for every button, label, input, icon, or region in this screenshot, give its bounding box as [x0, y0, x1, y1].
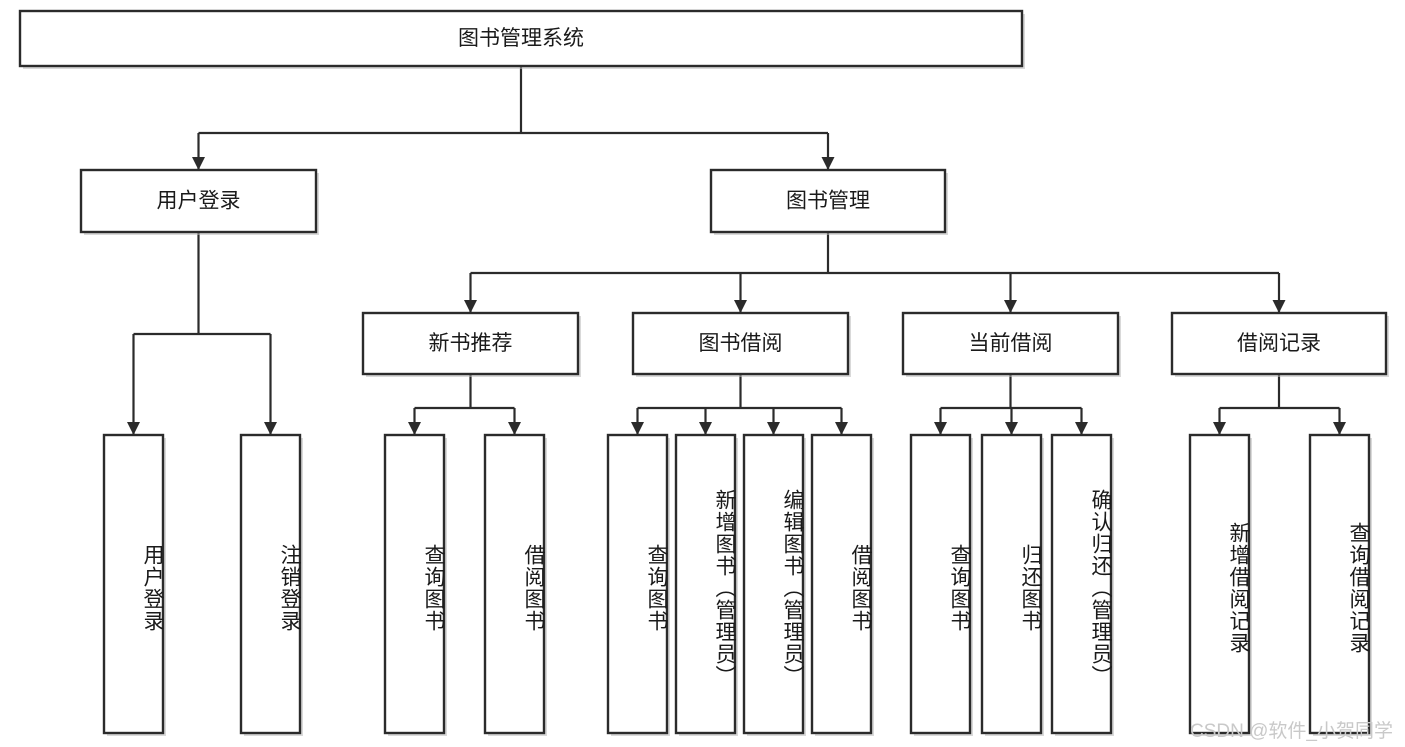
node-root-label: 图书管理系统 [458, 27, 584, 50]
connector-layer [127, 66, 1346, 435]
arrowhead-icon [1333, 422, 1346, 435]
node-leaf-11[interactable] [1188, 433, 1252, 736]
node-level3-3-label: 借阅记录 [1237, 332, 1321, 355]
arrowhead-icon [1004, 300, 1017, 313]
node-leaf-1[interactable] [239, 433, 303, 736]
arrowhead-icon [408, 422, 421, 435]
arrowhead-icon [631, 422, 644, 435]
arrowhead-icon [127, 422, 140, 435]
arrowhead-icon [699, 422, 712, 435]
node-leaf-4[interactable] [606, 433, 670, 736]
node-leaf-3[interactable] [483, 433, 547, 736]
arrowhead-icon [767, 422, 780, 435]
node-level3-1[interactable] [631, 311, 851, 377]
arrowhead-icon [821, 157, 835, 170]
node-level3-0[interactable] [361, 311, 581, 377]
arrowhead-icon [1075, 422, 1088, 435]
arrowhead-icon [1213, 422, 1226, 435]
node-leaf-8[interactable] [909, 433, 973, 736]
node-leaf-7[interactable] [810, 433, 874, 736]
node-level3-1-label: 图书借阅 [699, 332, 783, 355]
arrowhead-icon [508, 422, 521, 435]
arrowhead-icon [1005, 422, 1018, 435]
arrowhead-icon [835, 422, 848, 435]
node-leaf-2[interactable] [383, 433, 447, 736]
node-level2-0-label: 用户登录 [157, 190, 241, 213]
node-root[interactable] [18, 9, 1025, 69]
node-leaf-12[interactable] [1308, 433, 1372, 736]
node-level2-0[interactable] [79, 168, 319, 235]
node-level3-3[interactable] [1170, 311, 1389, 377]
arrowhead-icon [264, 422, 277, 435]
node-level3-2[interactable] [901, 311, 1121, 377]
arrowhead-icon [464, 300, 477, 313]
node-leaf-10[interactable] [1050, 433, 1114, 736]
node-leaf-9[interactable] [980, 433, 1044, 736]
node-leaf-5[interactable] [674, 433, 738, 736]
arrowhead-icon [1272, 300, 1286, 313]
node-level3-2-label: 当前借阅 [969, 332, 1053, 355]
arrowhead-icon [734, 300, 747, 313]
arrowhead-icon [192, 157, 205, 170]
node-level2-1[interactable] [709, 168, 948, 235]
node-leaf-0[interactable] [102, 433, 166, 736]
node-level2-1-label: 图书管理 [786, 190, 870, 213]
arrowhead-icon [934, 422, 947, 435]
node-leaf-6[interactable] [742, 433, 806, 736]
node-level3-0-label: 新书推荐 [429, 332, 513, 355]
